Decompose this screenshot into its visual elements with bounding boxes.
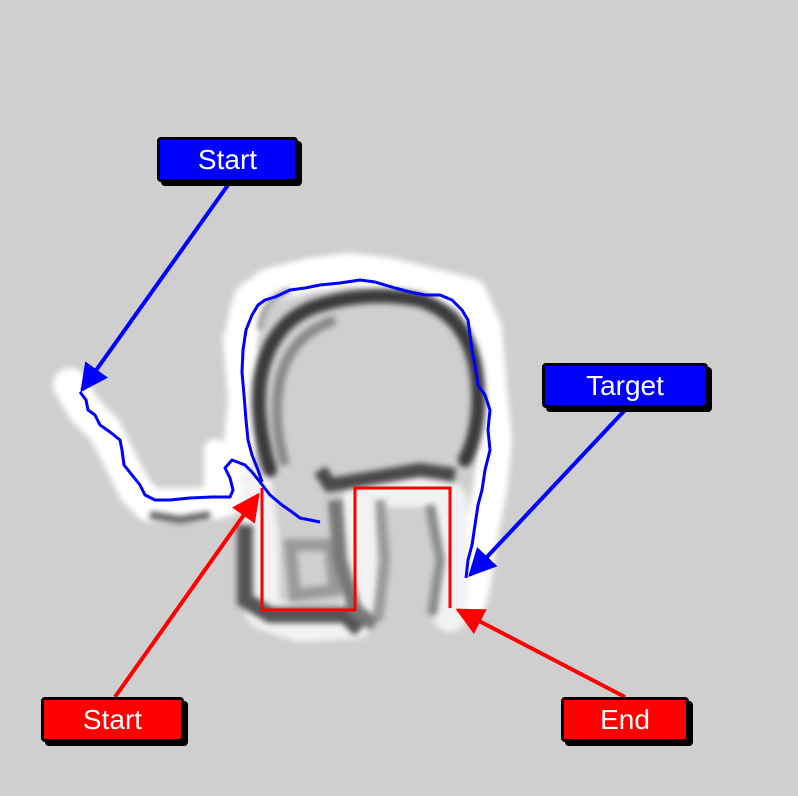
blue-target-label: Target xyxy=(542,363,708,408)
blue-start-label: Start xyxy=(157,137,298,182)
blue-target-arrow xyxy=(468,408,627,578)
red-start-arrow xyxy=(113,492,260,699)
red-end-arrow xyxy=(455,608,626,699)
red-end-label: End xyxy=(561,697,689,742)
blue-trajectory xyxy=(78,278,492,579)
blue-start-arrow xyxy=(80,183,230,393)
red-start-label: Start xyxy=(41,697,184,742)
red-trajectory xyxy=(260,486,452,612)
